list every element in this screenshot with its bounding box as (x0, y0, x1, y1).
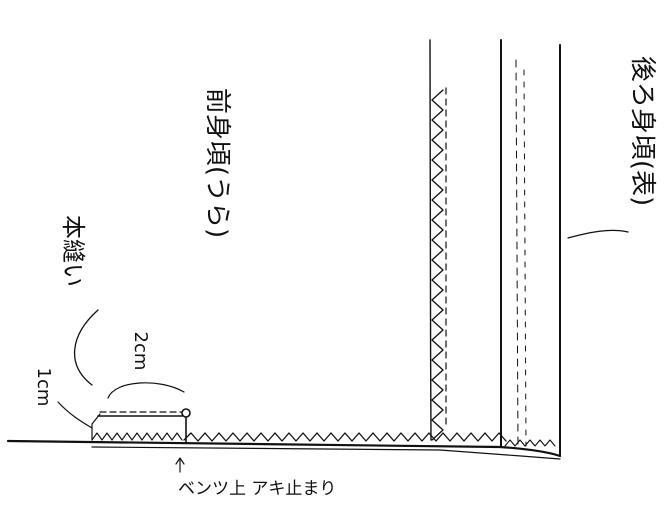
two-cm-bracket (107, 382, 185, 399)
back-body-line-right (558, 44, 562, 456)
label-hon-nui: 本縫い (59, 215, 87, 287)
back-body-dashed-1 (515, 59, 519, 447)
label-one-cm: 1cm (33, 367, 54, 407)
bottom-edge-underline (91, 446, 561, 460)
back-body-dashed-2 (523, 69, 527, 447)
front-body-edge-line (429, 39, 432, 441)
label-bottom-note: ベンツ上 アキ止まり (178, 479, 337, 499)
bottom-zigzag (183, 432, 507, 442)
one-cm-bracket (57, 401, 93, 429)
arrow-head (175, 457, 185, 465)
back-body-line-left (499, 39, 503, 447)
hon-nui-leader (73, 309, 99, 386)
label-front-body: 前身頃(うら) (202, 87, 232, 239)
label-two-cm: 2cm (130, 331, 151, 371)
seam-zigzag (91, 432, 183, 441)
vertical-zigzag (431, 89, 444, 441)
back-body-leader (567, 229, 629, 239)
bottom-edge-line (6, 439, 562, 458)
pin-head (181, 408, 191, 418)
label-back-body: 後ろ身頃(表) (627, 55, 657, 207)
corner-zigzag (504, 439, 556, 447)
seam-box (91, 413, 101, 441)
